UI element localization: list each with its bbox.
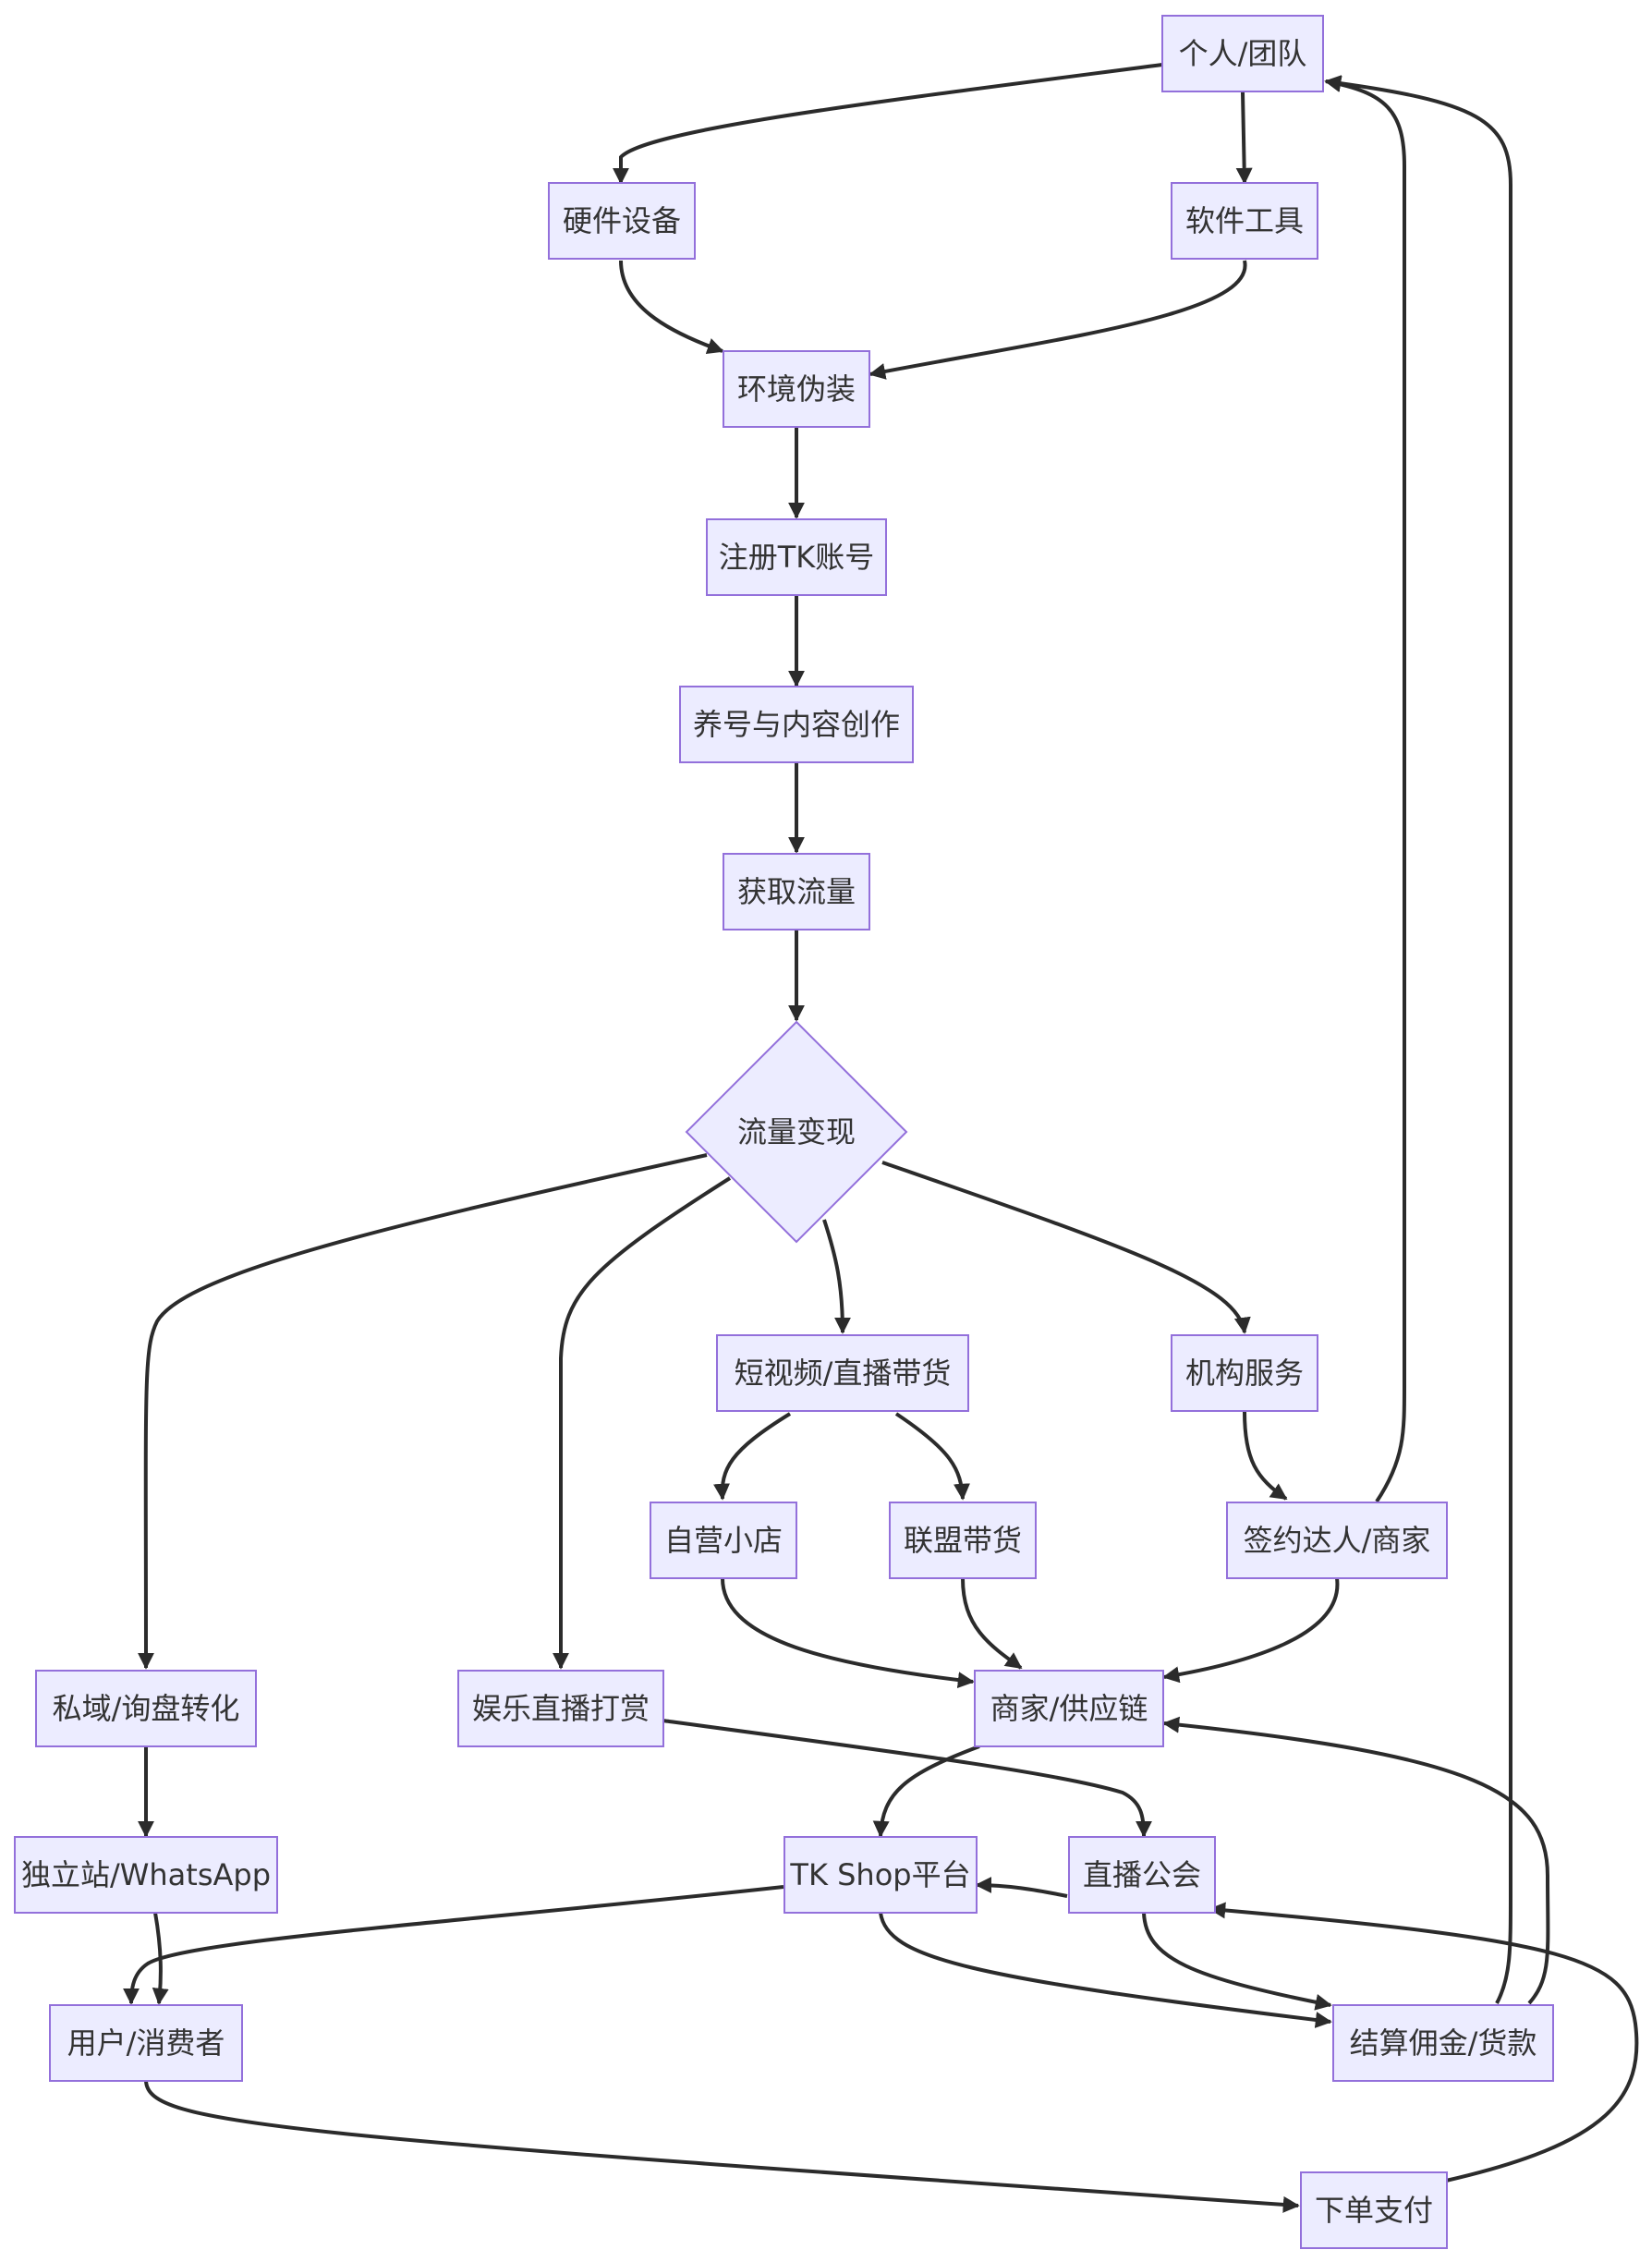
edge-monetize-to-shortvideo <box>822 1219 851 1334</box>
edges <box>123 63 1639 2213</box>
node-consumer[interactable]: 用户/消费者 <box>49 2004 243 2082</box>
svg-text:商家/供应链: 商家/供应链 <box>990 1691 1148 1726</box>
svg-text:娱乐直播打赏: 娱乐直播打赏 <box>472 1691 650 1726</box>
edge-agency-to-sign <box>1243 1411 1288 1501</box>
svg-text:流量变现: 流量变现 <box>737 1114 856 1149</box>
edge-guild-to-settlement <box>1142 1912 1332 2011</box>
node-affiliate[interactable]: 联盟带货 <box>889 1502 1037 1579</box>
node-hardware[interactable]: 硬件设备 <box>548 182 696 260</box>
node-own-shop[interactable]: 自营小店 <box>650 1502 797 1579</box>
node-settlement[interactable]: 结算佣金/货款 <box>1332 2004 1554 2082</box>
edge-settlement-to-personal <box>1324 75 1512 2004</box>
edge-software-to-env <box>869 260 1247 380</box>
svg-text:结算佣金/货款: 结算佣金/货款 <box>1350 2025 1537 2061</box>
node-nurture-content[interactable]: 养号与内容创作 <box>679 686 914 763</box>
node-agency-service[interactable]: 机构服务 <box>1171 1334 1318 1412</box>
edge-tkshop-to-consumer <box>123 1885 784 2005</box>
edge-affiliate-to-merchant <box>961 1577 1023 1670</box>
node-tk-shop[interactable]: TK Shop平台 <box>783 1836 978 1914</box>
edge-sign-to-personal <box>1324 76 1406 1503</box>
node-software[interactable]: 软件工具 <box>1171 182 1318 260</box>
node-personal-team[interactable]: 个人/团队 <box>1161 15 1324 92</box>
nodes: 个人/团队 硬件设备 软件工具 环境伪装 注册TK账号 养号与内容创作 获取流量 <box>14 15 1554 2249</box>
svg-text:短视频/直播带货: 短视频/直播带货 <box>735 1356 952 1391</box>
edge-independent-to-consumer <box>152 1912 169 2005</box>
node-sign-creators[interactable]: 签约达人/商家 <box>1226 1502 1448 1579</box>
svg-text:联盟带货: 联盟带货 <box>904 1523 1022 1558</box>
edge-shortvideo-to-affiliate <box>894 1412 970 1501</box>
node-env-disguise[interactable]: 环境伪装 <box>723 350 870 428</box>
edge-shortvideo-to-ownshop <box>713 1412 792 1501</box>
edge-personal-to-software <box>1235 91 1253 185</box>
edge-monetize-to-agency <box>881 1161 1251 1334</box>
node-monetize-decision[interactable]: 流量变现 <box>685 1020 908 1244</box>
edge-orderpay-to-guild <box>1209 1902 1639 2183</box>
svg-text:机构服务: 机构服务 <box>1185 1356 1304 1391</box>
svg-text:签约达人/商家: 签约达人/商家 <box>1244 1523 1431 1558</box>
node-merchant-supply[interactable]: 商家/供应链 <box>974 1670 1164 1747</box>
edge-settlement-to-merchant <box>1162 1716 1550 2005</box>
svg-text:下单支付: 下单支付 <box>1315 2193 1433 2228</box>
svg-text:注册TK账号: 注册TK账号 <box>719 540 875 575</box>
edge-monetize-to-entertainment <box>553 1176 732 1670</box>
svg-text:TK Shop平台: TK Shop平台 <box>789 1857 970 1892</box>
svg-text:私域/询盘转化: 私域/询盘转化 <box>53 1691 240 1726</box>
svg-text:个人/团队: 个人/团队 <box>1179 36 1307 71</box>
svg-text:自营小店: 自营小店 <box>664 1523 783 1558</box>
edge-ownshop-to-merchant <box>721 1577 975 1689</box>
edge-monetize-to-private <box>137 1153 708 1670</box>
node-order-pay[interactable]: 下单支付 <box>1300 2171 1448 2249</box>
node-private-domain[interactable]: 私域/询盘转化 <box>35 1670 257 1747</box>
svg-text:获取流量: 获取流量 <box>737 874 856 909</box>
edge-merchant-to-tkshop <box>872 1745 980 1838</box>
edge-sign-to-merchant <box>1162 1577 1340 1684</box>
svg-text:环境伪装: 环境伪装 <box>737 371 856 407</box>
edge-personal-to-hardware <box>613 63 1163 185</box>
node-get-traffic[interactable]: 获取流量 <box>723 853 870 930</box>
edge-tkshop-to-settlement <box>879 1912 1332 2028</box>
node-short-video-live[interactable]: 短视频/直播带货 <box>716 1334 969 1412</box>
svg-text:独立站/WhatsApp: 独立站/WhatsApp <box>21 1857 271 1892</box>
node-independent-site[interactable]: 独立站/WhatsApp <box>14 1836 278 1914</box>
svg-text:硬件设备: 硬件设备 <box>563 203 681 238</box>
svg-text:直播公会: 直播公会 <box>1083 1857 1201 1892</box>
node-register-tk[interactable]: 注册TK账号 <box>706 518 887 596</box>
edge-guild-to-tkshop <box>975 1877 1068 1898</box>
svg-text:软件工具: 软件工具 <box>1185 203 1304 238</box>
node-live-guild[interactable]: 直播公会 <box>1068 1836 1216 1914</box>
edge-entertainment-to-guild <box>662 1719 1152 1838</box>
svg-text:养号与内容创作: 养号与内容创作 <box>693 707 900 742</box>
edge-consumer-to-orderpay <box>144 2080 1300 2213</box>
svg-text:用户/消费者: 用户/消费者 <box>67 2025 225 2061</box>
edge-hardware-to-env <box>619 260 724 355</box>
node-entertainment-live[interactable]: 娱乐直播打赏 <box>457 1670 664 1747</box>
